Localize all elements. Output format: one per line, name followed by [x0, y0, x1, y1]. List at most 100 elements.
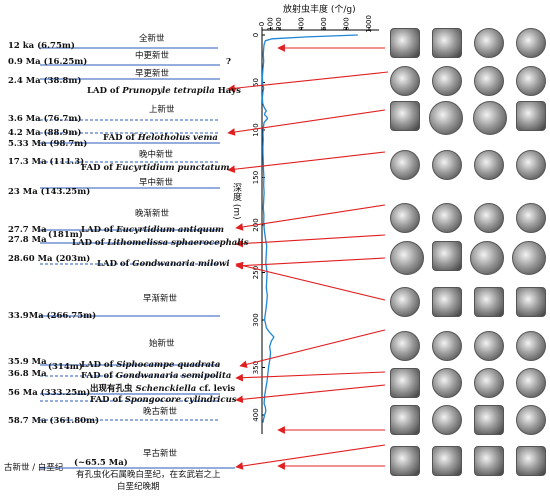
radiolarian-image [516, 66, 546, 96]
bioevent-label: LAD of Eucyrtidium antiquum [81, 225, 225, 235]
y-tick-label: 250 [252, 266, 260, 279]
radiolarian-image [474, 405, 504, 435]
radiolarian-image [474, 331, 504, 361]
bioevent-note: 白垩纪晚期 [117, 482, 160, 492]
radiolarian-image [390, 150, 420, 180]
age-label: 27.8 Ma [8, 235, 47, 245]
radiolarian-image [516, 203, 546, 233]
age-label: 2.4 Ma (38.8m) [8, 76, 82, 86]
bioevent-label: FAD of Spongocore cylindricus [90, 395, 237, 405]
x-tick-label: 1000 [365, 15, 373, 33]
age-boundary-label: 古新世 / 白垩纪 [4, 463, 64, 473]
fossil-plate-row [390, 203, 546, 233]
event-arrow [239, 329, 386, 369]
epoch-mid-miocene: 晚中新世 [139, 150, 174, 160]
y-tick-label: 0 [252, 33, 260, 37]
radiolarian-image [516, 368, 546, 398]
radiolarian-image [516, 287, 546, 317]
radiolarian-image [516, 331, 546, 361]
age-label: 27.7 Ma [8, 225, 47, 235]
radiolarian-image [512, 241, 546, 275]
age-depth-label: (314m) [48, 362, 83, 372]
epoch-early-miocene: 早中新世 [139, 178, 174, 188]
radiolarian-image [429, 101, 464, 135]
radiolarian-image [390, 66, 420, 96]
age-label: 56 Ma (333.25m) [8, 388, 91, 398]
fossil-plate-row [390, 287, 546, 317]
epoch-early-paleocene: 早古新世 [143, 449, 178, 459]
age-boundary-value: (~65.5 Ma) [74, 458, 128, 468]
radiolarian-image [432, 368, 462, 398]
x-tick-label: 400 [298, 17, 306, 30]
fossil-plate-row [390, 28, 546, 58]
x-tick-label: 100 [267, 17, 275, 30]
epoch-early-oligocene: 早渐新世 [143, 294, 178, 304]
y-tick-label: 100 [252, 123, 260, 136]
fossil-plate-row [390, 241, 546, 275]
age-label: 33.9Ma (266.75m) [8, 311, 97, 321]
event-arrow [235, 384, 386, 404]
radiolarian-image [474, 287, 504, 317]
radiolarian-image [390, 241, 424, 275]
age-label: 35.9 Ma [8, 357, 47, 367]
fossil-plate-row [390, 405, 546, 435]
radiolarian-image [390, 101, 420, 131]
radiolarian-image [432, 150, 462, 180]
event-arrow [235, 204, 386, 231]
bioevent-label: FAD of Helotholus vema [103, 133, 218, 143]
age-label: 12 ka (6.75m) [8, 41, 75, 51]
age-depth-label: (181m) [48, 230, 83, 240]
x-tick-label: 800 [343, 17, 351, 30]
bioevent-label: FAD of Gondwanaria semipolita [81, 371, 232, 381]
age-label: 28.60 Ma (203m) [8, 254, 91, 264]
radiolarian-image [474, 446, 504, 476]
fossil-plate-row [390, 331, 546, 361]
x-tick-label: 600 [320, 17, 328, 30]
event-arrow [227, 71, 389, 93]
age-label: 0.9 Ma (16.25m) [8, 57, 88, 67]
radiolarian-image [515, 101, 546, 131]
bioevent-note: 有孔虫化石属晚白垩纪，在玄武岩之上 [76, 470, 221, 480]
y-tick-label: 350 [252, 361, 260, 374]
y-axis-title: 深度 (m) [231, 183, 241, 220]
radiolarian-image [390, 331, 420, 361]
radiolarian-image [390, 287, 420, 317]
radiolarian-image [432, 446, 462, 476]
age-label: 36.8 Ma [8, 369, 47, 379]
event-arrow [235, 234, 386, 248]
radiolarian-image [432, 66, 462, 96]
fossil-plate-row [390, 446, 546, 476]
epoch-late-paleocene: 晚古新世 [143, 407, 178, 417]
radiolarian-image [474, 368, 504, 398]
radiolarian-image [516, 28, 546, 58]
event-arrow [227, 109, 386, 136]
event-arrow [235, 257, 386, 270]
radiolarian-image [470, 241, 504, 275]
event-arrow [235, 371, 386, 382]
age-question-mark: ? [226, 57, 231, 67]
radiolarian-image [390, 28, 420, 58]
bioevent-label: LAD of Lithomelissa sphaerocephalis [72, 238, 249, 248]
y-tick-label: 400 [252, 408, 260, 421]
age-label: 23 Ma (143.25m) [8, 187, 91, 197]
event-arrow [235, 444, 386, 470]
radiolarian-image [474, 28, 504, 58]
age-label: 5.33 Ma (98.7m) [8, 139, 88, 149]
radiolarian-image [432, 405, 462, 435]
radiolarian-image [474, 150, 504, 180]
fossil-plate-row [390, 368, 546, 398]
radiolarian-image [390, 368, 420, 398]
radiolarian-image [390, 446, 420, 476]
y-tick-label: 50 [252, 78, 260, 87]
y-tick-label: 150 [252, 171, 260, 184]
epoch-pliocene: 上新世 [149, 105, 175, 115]
epoch-late-oligocene: 晚渐新世 [135, 209, 170, 219]
bioevent-label: FAD of Eucyrtidium punctatum [81, 163, 230, 173]
bioevent-label: 出现有孔虫 Schenckiella cf. levis [90, 384, 236, 394]
event-arrow [227, 151, 386, 174]
age-label: 3.6 Ma (76.7m) [8, 114, 82, 124]
radiolarian-image [432, 241, 462, 271]
